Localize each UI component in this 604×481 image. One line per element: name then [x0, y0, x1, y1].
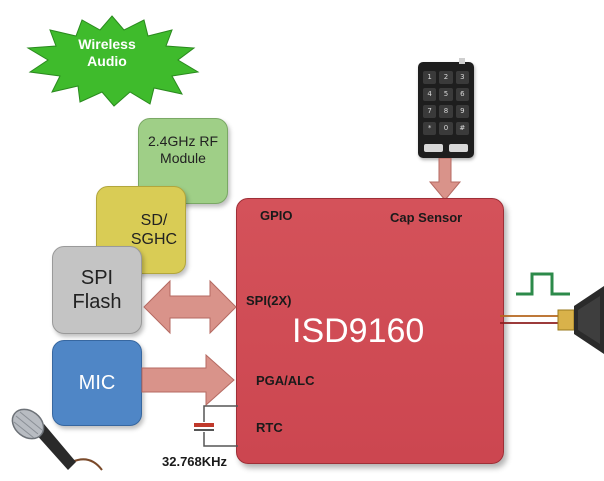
wireless-label-line1: Wireless — [78, 36, 136, 52]
rf-label-line2: Module — [160, 150, 206, 166]
pga-alc-label: PGA/ALC — [256, 373, 315, 388]
rf-label-line1: 2.4GHz RF — [147, 133, 218, 149]
mic-box: MIC — [52, 340, 142, 426]
spi-label-line1: SPI — [80, 267, 114, 289]
audio-label-line2: Audio — [87, 53, 127, 69]
keypad-antenna — [459, 58, 465, 64]
keypad-key: * — [423, 122, 437, 135]
keypad-to-chip-arrow — [428, 158, 462, 201]
mic-to-chip-arrow — [141, 353, 235, 407]
keypad-key: 8 — [439, 105, 453, 118]
keypad-key: # — [455, 122, 469, 135]
chip-name: ISD9160 — [292, 312, 425, 350]
speaker-icon — [557, 286, 604, 354]
isd9160-chip — [236, 198, 504, 464]
keypad-key: 6 — [455, 88, 469, 101]
spi-flash-box: SPI Flash — [52, 246, 142, 334]
keypad-key: 5 — [439, 88, 453, 101]
keypad-key: 0 — [439, 122, 453, 135]
keypad-key: 4 — [423, 88, 437, 101]
crystal-icon — [194, 405, 238, 447]
sd-label-line1: SD/ — [140, 212, 168, 229]
wireless-audio-label: Wireless Audio — [62, 36, 152, 70]
cap-sensor-label: Cap Sensor — [390, 210, 463, 225]
keypad-key: 9 — [455, 105, 469, 118]
mic-label: MIC — [78, 371, 116, 394]
spi-double-arrow — [143, 279, 237, 335]
rtc-label: RTC — [256, 420, 283, 435]
keypad-key: 7 — [423, 105, 437, 118]
spi-label-line2: Flash — [72, 291, 122, 313]
pwm-pulse-icon — [516, 272, 570, 296]
keypad-soft-key-left — [424, 144, 443, 152]
output-signal-lines — [500, 315, 562, 324]
crystal-frequency-label: 32.768KHz — [162, 454, 228, 469]
keypad-soft-key-right — [449, 144, 468, 152]
spi-port-label: SPI(2X) — [246, 293, 292, 308]
keypad-key: 2 — [439, 71, 453, 84]
keypad-key: 1 — [423, 71, 437, 84]
microphone-icon — [11, 408, 103, 471]
wireless-audio-burst — [26, 15, 200, 107]
gpio-label: GPIO — [260, 208, 293, 223]
sd-label-line2: SGHC — [130, 231, 178, 248]
keypad-key: 3 — [455, 71, 469, 84]
